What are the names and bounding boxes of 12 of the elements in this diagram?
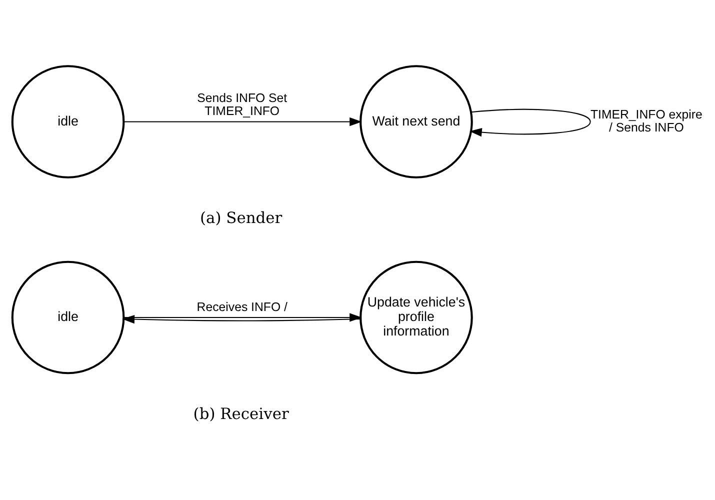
- arrow: [469, 108, 591, 137]
- node-circle: Wait next send: [360, 65, 473, 178]
- node-circle: idle: [11, 65, 125, 178]
- arrow: [122, 314, 361, 324]
- edge-label: TIMER_INFO expire / Sends INFO: [590, 107, 702, 135]
- label: (b) Receiver: [193, 404, 289, 423]
- edge-label: Sends INFO Set TIMER_INFO: [197, 90, 288, 118]
- edge-label: Receives INFO /: [196, 300, 288, 314]
- node-circle: idle: [11, 260, 125, 374]
- label: (a) Sender: [200, 209, 282, 228]
- arrow: [124, 117, 362, 126]
- node-circle: Update vehicle's profile information: [360, 260, 473, 374]
